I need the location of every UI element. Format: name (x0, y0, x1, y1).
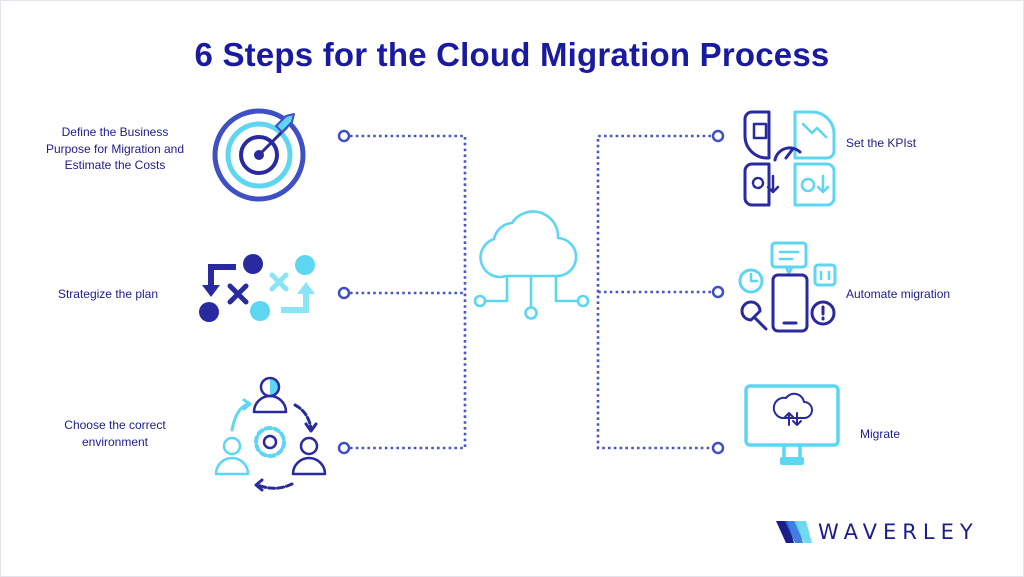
monitor-cloud-sync-icon (744, 384, 840, 465)
endpoint-dot (337, 286, 351, 300)
step-label-migrate: Migrate (860, 427, 901, 441)
endpoint-dot (337, 129, 351, 143)
smartphone-automation-icon (738, 241, 837, 333)
step-label-automate: Automate migration (846, 287, 951, 301)
page-title: 6 Steps for the Cloud Migration Process (194, 36, 830, 73)
endpoint-dot (711, 129, 725, 143)
waverley-logo-mark (776, 521, 812, 543)
step-label-business-purpose: Define the Business Purpose for Migratio… (45, 125, 185, 172)
kpi-dashboard-icon (743, 110, 836, 207)
endpoint-dot (337, 441, 351, 455)
team-gear-icon (214, 376, 327, 492)
waverley-logo: WAVERLEY (776, 519, 973, 545)
connector-endpoints (337, 129, 725, 455)
step-label-kpis: Set the KPIst (846, 136, 917, 150)
connector-lines (350, 134, 711, 450)
connector-right (596, 134, 711, 450)
target-arrow-icon (212, 108, 306, 202)
strategy-plan-icon (199, 254, 315, 322)
brand-name: WAVERLEY (818, 520, 979, 544)
step-label-strategize: Strategize the plan (57, 287, 159, 301)
endpoint-dot (711, 441, 725, 455)
endpoint-dot (711, 285, 725, 299)
connector-left (350, 134, 467, 450)
step-label-environment: Choose the correct environment (64, 418, 166, 449)
cloud-network-icon (473, 210, 590, 320)
